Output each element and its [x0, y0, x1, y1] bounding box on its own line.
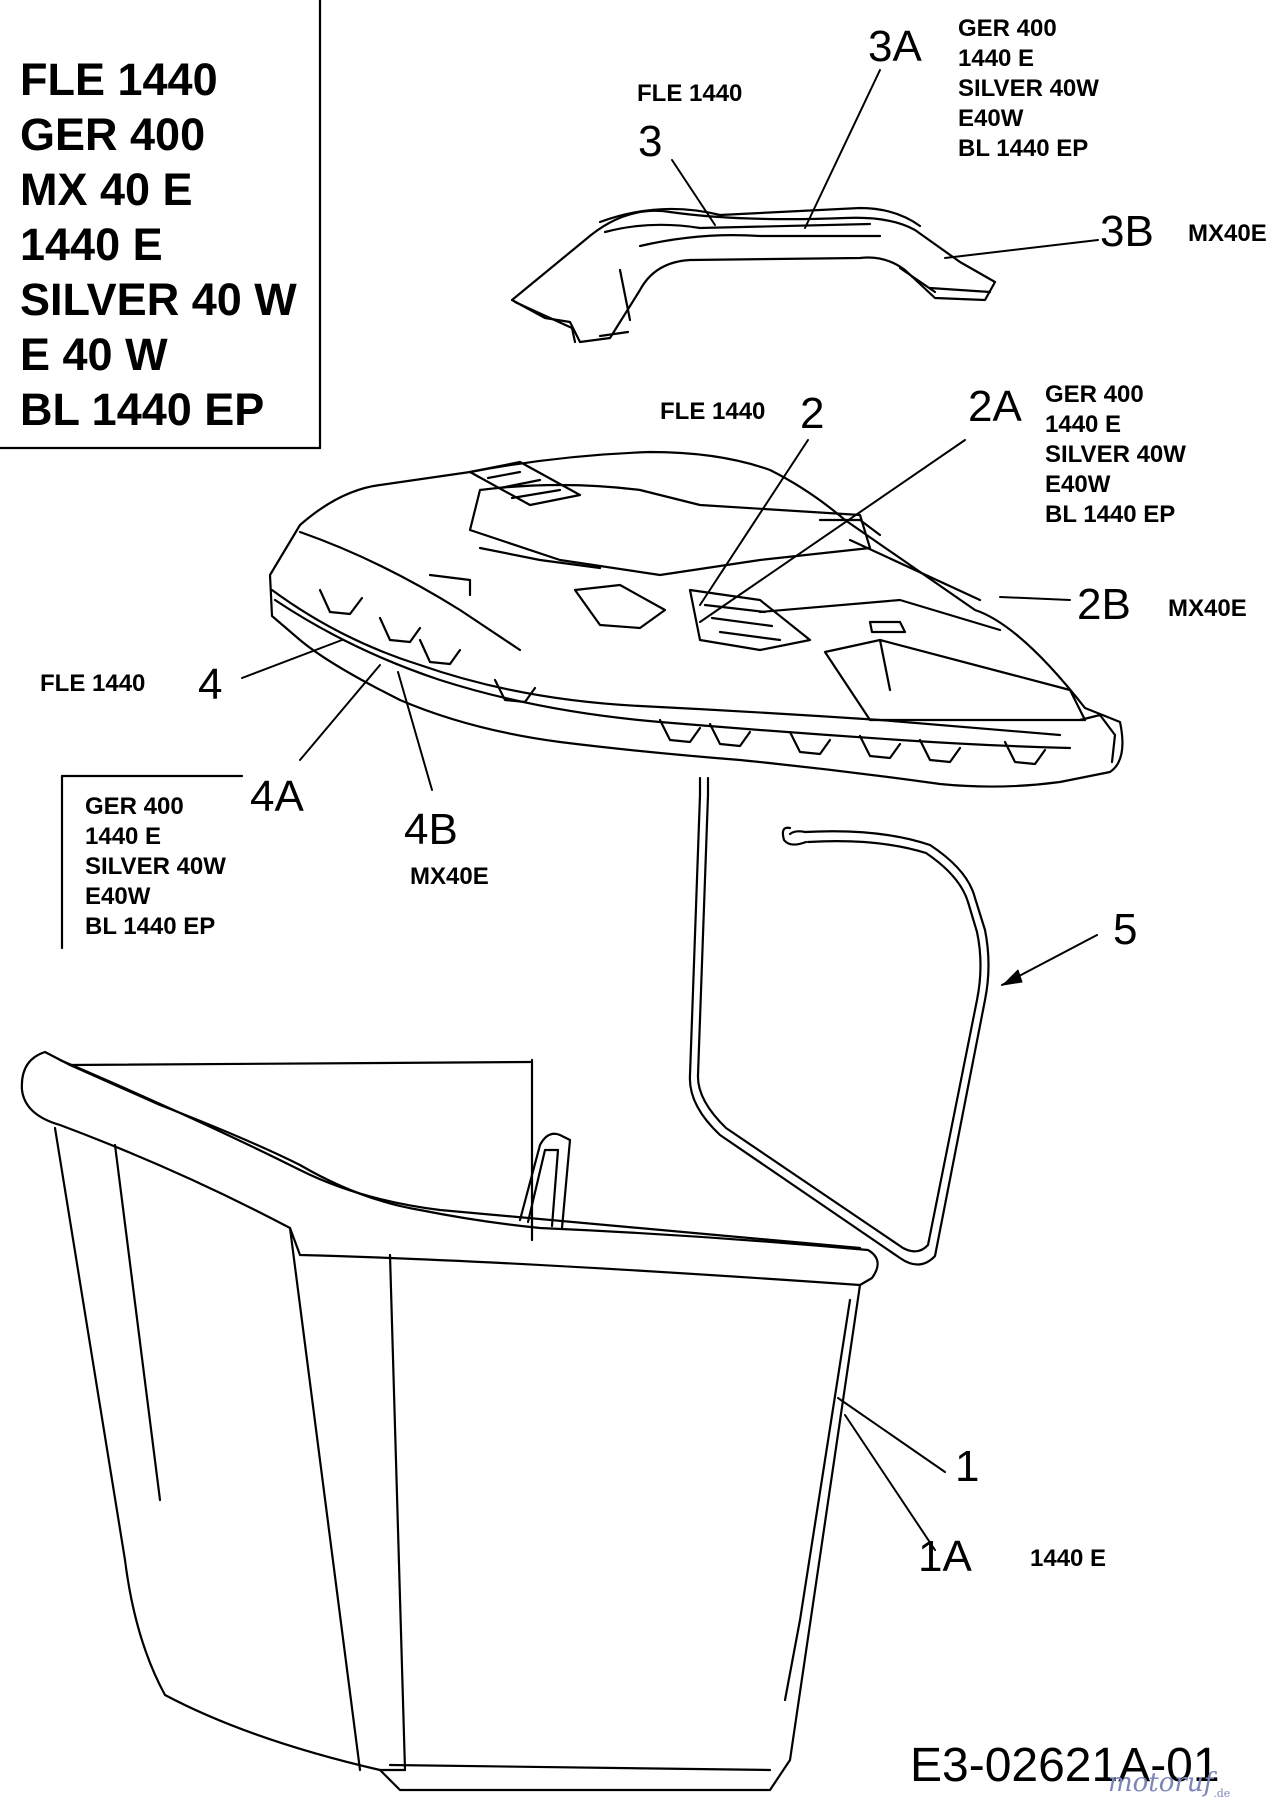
callout-4a-model: BL 1440 EP — [85, 913, 216, 940]
callout-3a-model: SILVER 40W — [958, 75, 1099, 102]
model-list-frame — [0, 0, 322, 450]
callout-4a-models: GER 400 1440 E SILVER 40W E40W BL 1440 E… — [85, 792, 226, 942]
callout-4a-model: 1440 E — [85, 823, 162, 850]
callout-2a-model: 1440 E — [1045, 411, 1122, 438]
callout-4b-model: MX40E — [410, 863, 489, 890]
callout-4a-number: 4A — [250, 772, 304, 821]
callout-4-model: FLE 1440 — [40, 670, 146, 697]
callout-2a-model: GER 400 — [1045, 381, 1144, 408]
drawing-code: E3-02621A-01 — [910, 1739, 1220, 1792]
part-5-frame — [688, 776, 990, 1266]
model-item: GER 400 — [20, 109, 206, 160]
callout-2a-model: SILVER 40W — [1045, 441, 1186, 468]
callout-1-number: 1 — [955, 1442, 980, 1491]
callout-4b-number: 4B — [404, 805, 458, 854]
callout-2a-model: BL 1440 EP — [1045, 501, 1176, 528]
callout-2b-model: MX40E — [1168, 595, 1247, 622]
callout-4-number: 4 — [198, 660, 223, 709]
callout-5-number: 5 — [1113, 905, 1138, 954]
callout-3a-number: 3A — [868, 22, 922, 71]
callout-3a-models: GER 400 1440 E SILVER 40W E40W BL 1440 E… — [958, 14, 1099, 164]
callout-4a-model: E40W — [85, 883, 151, 910]
model-item: FLE 1440 — [20, 54, 218, 105]
model-item: SILVER 40 W — [20, 274, 297, 325]
callout-3a-model: E40W — [958, 105, 1024, 132]
callout-2-model: FLE 1440 — [660, 398, 766, 425]
callout-3b-model: MX40E — [1188, 220, 1267, 247]
callout-2b-number: 2B — [1077, 580, 1131, 629]
part-2-lid — [268, 450, 1124, 788]
part-3-handle — [510, 206, 997, 344]
model-list: FLE 1440 GER 400 MX 40 E 1440 E SILVER 4… — [20, 52, 297, 437]
model-item: BL 1440 EP — [20, 384, 265, 435]
callout-3a-model: BL 1440 EP — [958, 135, 1089, 162]
callout-1a-model: 1440 E — [1030, 1545, 1107, 1572]
watermark-logo: motoruf.de — [1108, 1770, 1230, 1799]
part-1-bag — [20, 1050, 879, 1792]
callout-2-number: 2 — [800, 389, 825, 438]
callout-3-model: FLE 1440 — [637, 80, 743, 107]
callout-2a-model: E40W — [1045, 471, 1111, 498]
watermark-suffix: .de — [1213, 1787, 1231, 1800]
callout-3b-number: 3B — [1100, 207, 1154, 256]
callout-3a-model: GER 400 — [958, 15, 1057, 42]
watermark-text: motoruf — [1108, 1768, 1214, 1798]
callout-3a-model: 1440 E — [958, 45, 1035, 72]
callout-3-number: 3 — [638, 117, 663, 166]
model-item: MX 40 E — [20, 164, 193, 215]
callout-4a-model: GER 400 — [85, 793, 184, 820]
leader-lines — [241, 69, 1099, 1551]
model-item: 1440 E — [20, 219, 163, 270]
callout-2a-models: GER 400 1440 E SILVER 40W E40W BL 1440 E… — [1045, 380, 1186, 530]
callout-1a-number: 1A — [918, 1532, 972, 1581]
model-item: E 40 W — [20, 329, 168, 380]
callout-4a-model: SILVER 40W — [85, 853, 226, 880]
arrowhead-5 — [1002, 969, 1023, 986]
callout-2a-number: 2A — [968, 382, 1022, 431]
